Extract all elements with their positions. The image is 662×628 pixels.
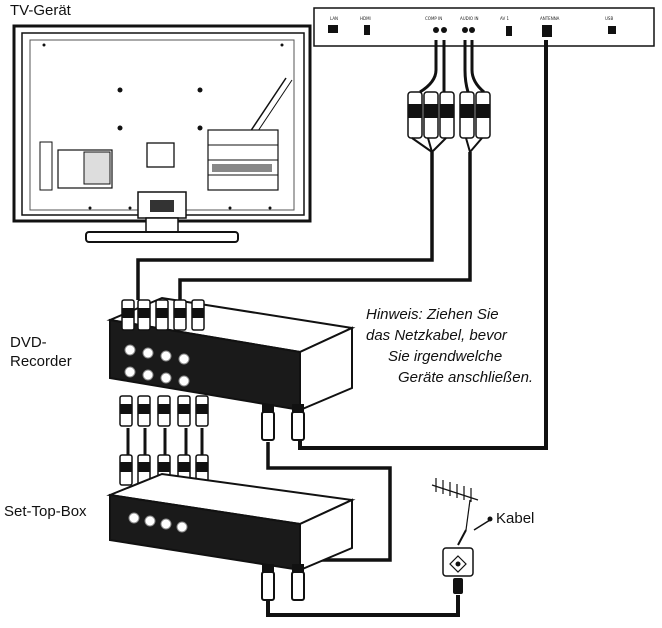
hint-line-3: Sie irgendwelche [388,348,503,365]
svg-text:AV 1: AV 1 [500,16,509,21]
hint-line-4: Geräte anschließen. [398,369,534,386]
antenna-icon [431,478,479,546]
tv-set [12,24,312,243]
svg-text:HDMI: HDMI [360,16,371,21]
dvd-label-line1: DVD- [10,334,47,351]
rca-plug-cluster [407,91,491,153]
hint-line-2: das Netzkabel, bevor [366,327,507,344]
svg-text:LAN: LAN [330,16,338,21]
dvd-recorder [106,296,356,441]
set-top-box [106,454,356,601]
hint-line-1: Hinweis: Ziehen Sie [366,306,499,323]
tv-label: TV-Gerät [10,2,71,19]
wall-socket-icon [442,547,474,594]
dvd-label-line2: Recorder [10,353,72,370]
svg-text:AUDIO IN: AUDIO IN [460,16,479,21]
svg-text:USB: USB [605,16,613,21]
tv-connection-panel: LAN HDMI COMP IN AUDIO IN AV 1 ANTENNA USB [313,7,655,47]
kabel-label: Kabel [496,510,535,527]
svg-text:ANTENNA: ANTENNA [540,16,560,21]
hint-note: Hinweis: Ziehen Sie das Netzkabel, bevor… [366,304,566,388]
svg-text:COMP IN: COMP IN [425,16,442,21]
stb-label: Set-Top-Box [4,503,87,520]
